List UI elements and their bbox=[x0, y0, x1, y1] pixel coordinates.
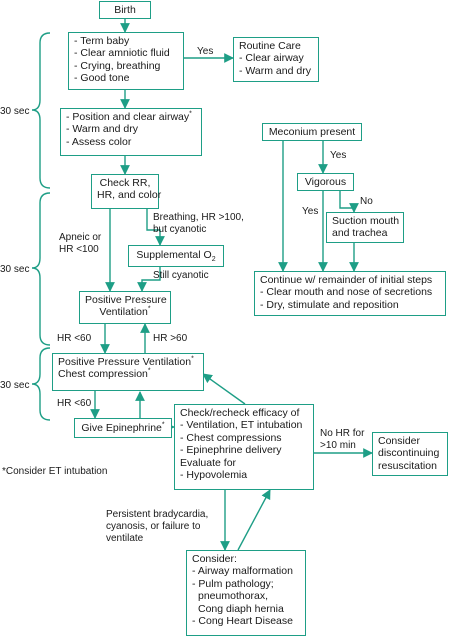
node-check-recheck-efficacy: Check/recheck efficacy of - Ventilation,… bbox=[174, 404, 314, 490]
consider-item: pneumothorax, bbox=[198, 590, 269, 603]
routine-item: - Clear airway bbox=[239, 52, 304, 65]
label-hr-lt60-a: HR <60 bbox=[57, 333, 92, 344]
ppvcc-line1: Positive Pressure Ventilation bbox=[58, 356, 192, 368]
recheck-item: - Chest compressions bbox=[180, 431, 282, 444]
arrow-vigorous-suction bbox=[339, 191, 359, 213]
label-yes-routine: Yes bbox=[197, 46, 214, 57]
supplemental-text: Supplemental O bbox=[136, 249, 212, 261]
consider-item: - Cong Heart Disease bbox=[192, 615, 293, 628]
node-continue-initial-steps: Continue w/ remainder of initial steps -… bbox=[254, 271, 446, 316]
node-routine-care: Routine Care - Clear airway - Warm and d… bbox=[233, 37, 319, 82]
node-ppv-chest-compression: Positive Pressure Ventilation* Chest com… bbox=[52, 353, 204, 391]
check-line1: Check RR, bbox=[99, 177, 151, 189]
label-apneic-2: HR <100 bbox=[59, 244, 99, 255]
node-supplemental-o2: Supplemental O2 bbox=[128, 245, 224, 267]
consider-item: Cong diaph hernia bbox=[198, 602, 284, 615]
discontinue-line3: resuscitation bbox=[378, 459, 437, 472]
recheck-item: - Epinephrine delivery bbox=[180, 444, 282, 457]
position-item: - Assess color bbox=[66, 135, 132, 148]
time-label: 30 sec bbox=[0, 264, 30, 275]
consider-title: Consider: bbox=[192, 553, 237, 565]
ppvcc-footnote-mark: * bbox=[191, 355, 194, 363]
continue-item: - Clear mouth and nose of secretions bbox=[260, 286, 433, 299]
initial-item: - Term baby bbox=[74, 35, 130, 47]
recheck-item: - Ventilation, ET intubation bbox=[180, 419, 303, 432]
arrow-supplemental-ppv bbox=[137, 266, 161, 292]
arrow-recheck-ppvcc bbox=[202, 373, 246, 405]
label-persistent-2: cyanosis, or failure to bbox=[106, 521, 201, 532]
supplemental-sub: 2 bbox=[211, 256, 216, 264]
position-line1: - Position and clear airway bbox=[66, 111, 190, 123]
ppv-line2: Ventilation bbox=[99, 306, 148, 319]
label-apneic-1: Apneic or bbox=[59, 232, 102, 243]
initial-item: - Crying, breathing bbox=[74, 59, 161, 72]
ppvcc-footnote-mark: * bbox=[147, 367, 151, 375]
node-birth-title: Birth bbox=[114, 4, 136, 16]
footnote: *Consider ET intubation bbox=[2, 466, 108, 477]
brace-2 bbox=[31, 192, 51, 346]
node-meconium: Meconium present bbox=[262, 123, 362, 141]
node-initial-assessment: - Term baby - Clear amniotic fluid - Cry… bbox=[68, 32, 184, 90]
label-no-vigorous: No bbox=[360, 196, 373, 207]
position-item: - Warm and dry bbox=[66, 123, 138, 136]
consider-item: - Pulm pathology; bbox=[192, 577, 274, 590]
meconium-title: Meconium present bbox=[268, 126, 356, 138]
label-no-hr-2: >10 min bbox=[320, 440, 356, 451]
discontinue-line1: Consider bbox=[378, 435, 421, 447]
node-suction: Suction mouth and trachea bbox=[326, 212, 404, 243]
node-ppv: Positive Pressure Ventilation* bbox=[79, 291, 171, 324]
label-hr-gt60: HR >60 bbox=[153, 333, 188, 344]
brace-3 bbox=[31, 347, 51, 421]
routine-title: Routine Care bbox=[239, 40, 301, 52]
node-consider-discontinuing: Consider discontinuing resuscitation bbox=[372, 432, 448, 476]
vigorous-title: Vigorous bbox=[304, 176, 347, 188]
label-hr-lt60-b: HR <60 bbox=[57, 398, 92, 409]
node-position-airway: - Position and clear airway* - Warm and … bbox=[60, 108, 202, 156]
initial-item: - Clear amniotic fluid bbox=[74, 47, 170, 60]
brace-1 bbox=[31, 32, 51, 189]
recheck-title: Check/recheck efficacy of bbox=[180, 407, 300, 419]
ppvcc-line2: Chest compression bbox=[58, 368, 148, 381]
arrow-check-supplemental bbox=[146, 208, 165, 246]
check-line2: HR, and color bbox=[97, 189, 162, 202]
initial-item: - Good tone bbox=[74, 72, 130, 85]
suction-line2: and trachea bbox=[332, 227, 388, 240]
time-label: 30 sec bbox=[0, 380, 30, 391]
label-breathing-2: but cyanotic bbox=[153, 224, 207, 235]
recheck-item: - Hypovolemia bbox=[180, 469, 248, 482]
continue-item: - Dry, stimulate and reposition bbox=[260, 298, 399, 311]
arrow-consider-recheck bbox=[237, 489, 271, 551]
label-persistent-3: ventilate bbox=[106, 533, 144, 544]
continue-title: Continue w/ remainder of initial steps bbox=[260, 274, 433, 286]
node-vigorous: Vigorous bbox=[297, 173, 354, 191]
consider-item: - Airway malformation bbox=[192, 565, 293, 578]
label-persistent-1: Persistent bradycardia, bbox=[106, 509, 209, 520]
ppv-line1: Positive Pressure bbox=[85, 294, 167, 306]
label-yes-meconium: Yes bbox=[330, 150, 347, 161]
epinephrine-footnote-mark: * bbox=[161, 421, 165, 429]
ppv-footnote-mark: * bbox=[147, 305, 151, 313]
node-check-rr-hr-color: Check RR, HR, and color bbox=[91, 174, 162, 209]
recheck-evaluate: Evaluate for bbox=[180, 456, 237, 469]
node-consider-causes: Consider: - Airway malformation - Pulm p… bbox=[186, 550, 306, 636]
label-no-hr-1: No HR for bbox=[320, 428, 365, 439]
suction-line1: Suction mouth bbox=[332, 215, 400, 227]
label-yes-vigorous: Yes bbox=[302, 206, 319, 217]
node-give-epinephrine: Give Epinephrine* bbox=[74, 418, 172, 438]
epinephrine-text: Give Epinephrine bbox=[81, 422, 162, 434]
routine-item: - Warm and dry bbox=[239, 64, 311, 77]
position-footnote-mark: * bbox=[189, 110, 192, 118]
node-birth: Birth bbox=[99, 1, 151, 19]
discontinue-line2: discontinuing bbox=[378, 447, 440, 460]
time-label: 30 sec bbox=[0, 106, 30, 117]
label-still-cyanotic: Still cyanotic bbox=[153, 270, 209, 281]
label-breathing-1: Breathing, HR >100, bbox=[153, 212, 244, 223]
